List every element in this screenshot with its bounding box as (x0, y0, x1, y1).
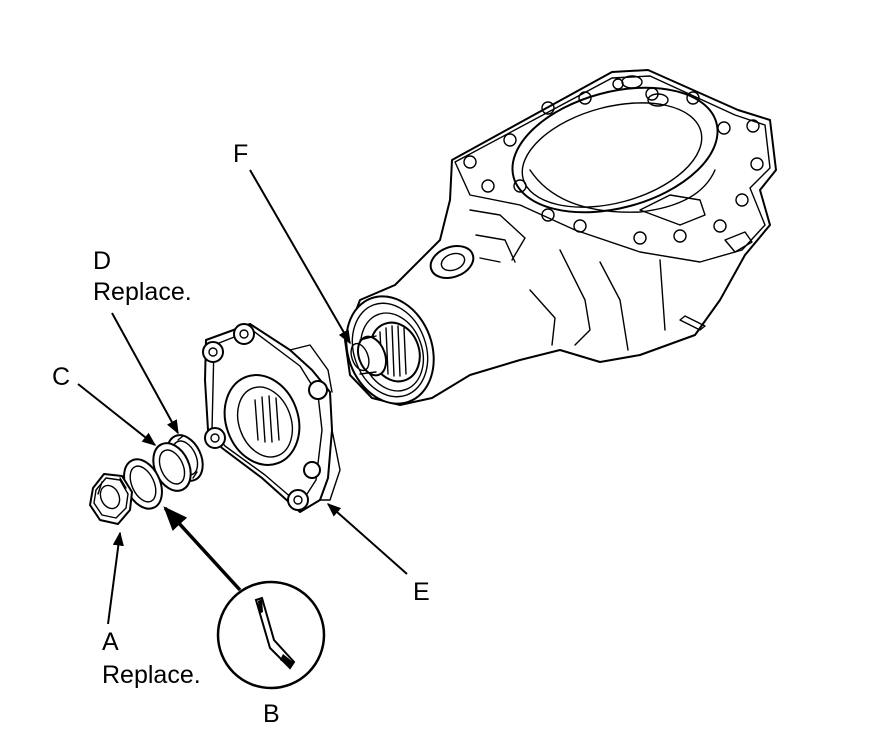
leader-f (249, 169, 351, 345)
label-c: C (52, 363, 70, 391)
flange-bolt-holes (463, 78, 764, 245)
locknut-a (89, 473, 133, 525)
leader-b (163, 506, 242, 592)
main-housing (344, 69, 777, 406)
detail-circle-b (216, 580, 326, 690)
cover-plate (202, 323, 341, 513)
leader-e (326, 503, 408, 575)
label-b: B (263, 700, 280, 728)
output-shaft (350, 321, 421, 383)
seal-b (123, 458, 163, 510)
leader-d (111, 312, 179, 435)
leader-lines (77, 169, 408, 625)
label-a-note: Replace. (102, 661, 201, 689)
label-a-letter: A (102, 628, 119, 656)
leader-a (107, 531, 124, 625)
label-d-note: Replace. (93, 278, 192, 306)
leader-c (77, 383, 157, 446)
label-d-letter: D (93, 247, 111, 275)
label-f: F (233, 140, 248, 168)
label-e: E (413, 578, 430, 606)
